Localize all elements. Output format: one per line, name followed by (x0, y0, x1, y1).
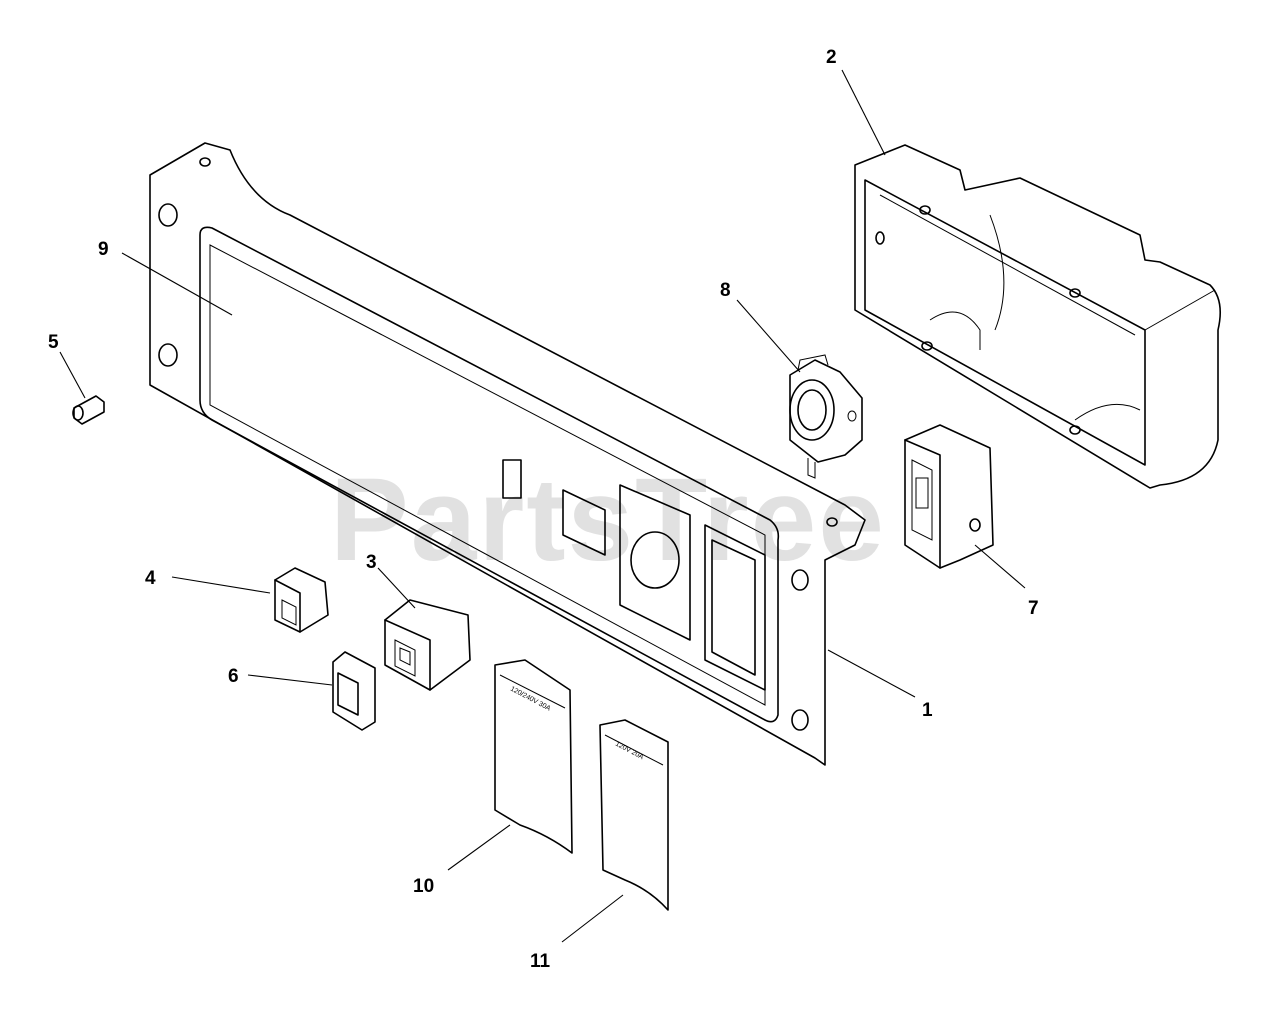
outlet-cover-11: 120V 20A (599, 719, 669, 911)
callout-1: 1 (922, 700, 933, 721)
twist-lock-receptacle (789, 354, 863, 479)
rear-box (854, 144, 1221, 489)
callout-8: 8 (720, 280, 731, 301)
outlet-cover-10: 120/240V 30A (494, 659, 573, 854)
callout-3: 3 (366, 552, 377, 573)
rocker-switch-4 (274, 567, 329, 633)
callouts: 1 2 3 4 5 6 7 8 9 10 11 (48, 47, 1039, 972)
leader-lines (59, 69, 1026, 943)
cover-11-label: 120V 20A (614, 741, 645, 762)
circuit-breaker-3 (384, 599, 471, 691)
callout-2: 2 (826, 47, 837, 68)
watermark: PartsTree (330, 454, 886, 586)
callout-6: 6 (228, 666, 239, 687)
cover-10-label: 120/240V 30A (509, 686, 552, 713)
callout-11: 11 (530, 951, 551, 972)
button-cover-6 (332, 651, 376, 731)
callout-7: 7 (1028, 598, 1039, 619)
screw-5 (72, 395, 105, 425)
callout-5: 5 (48, 332, 59, 353)
gfci-outlet (904, 424, 994, 569)
control-panel (149, 142, 866, 766)
callout-10: 10 (413, 876, 434, 897)
callout-9: 9 (98, 239, 109, 260)
callout-4: 4 (145, 568, 156, 589)
